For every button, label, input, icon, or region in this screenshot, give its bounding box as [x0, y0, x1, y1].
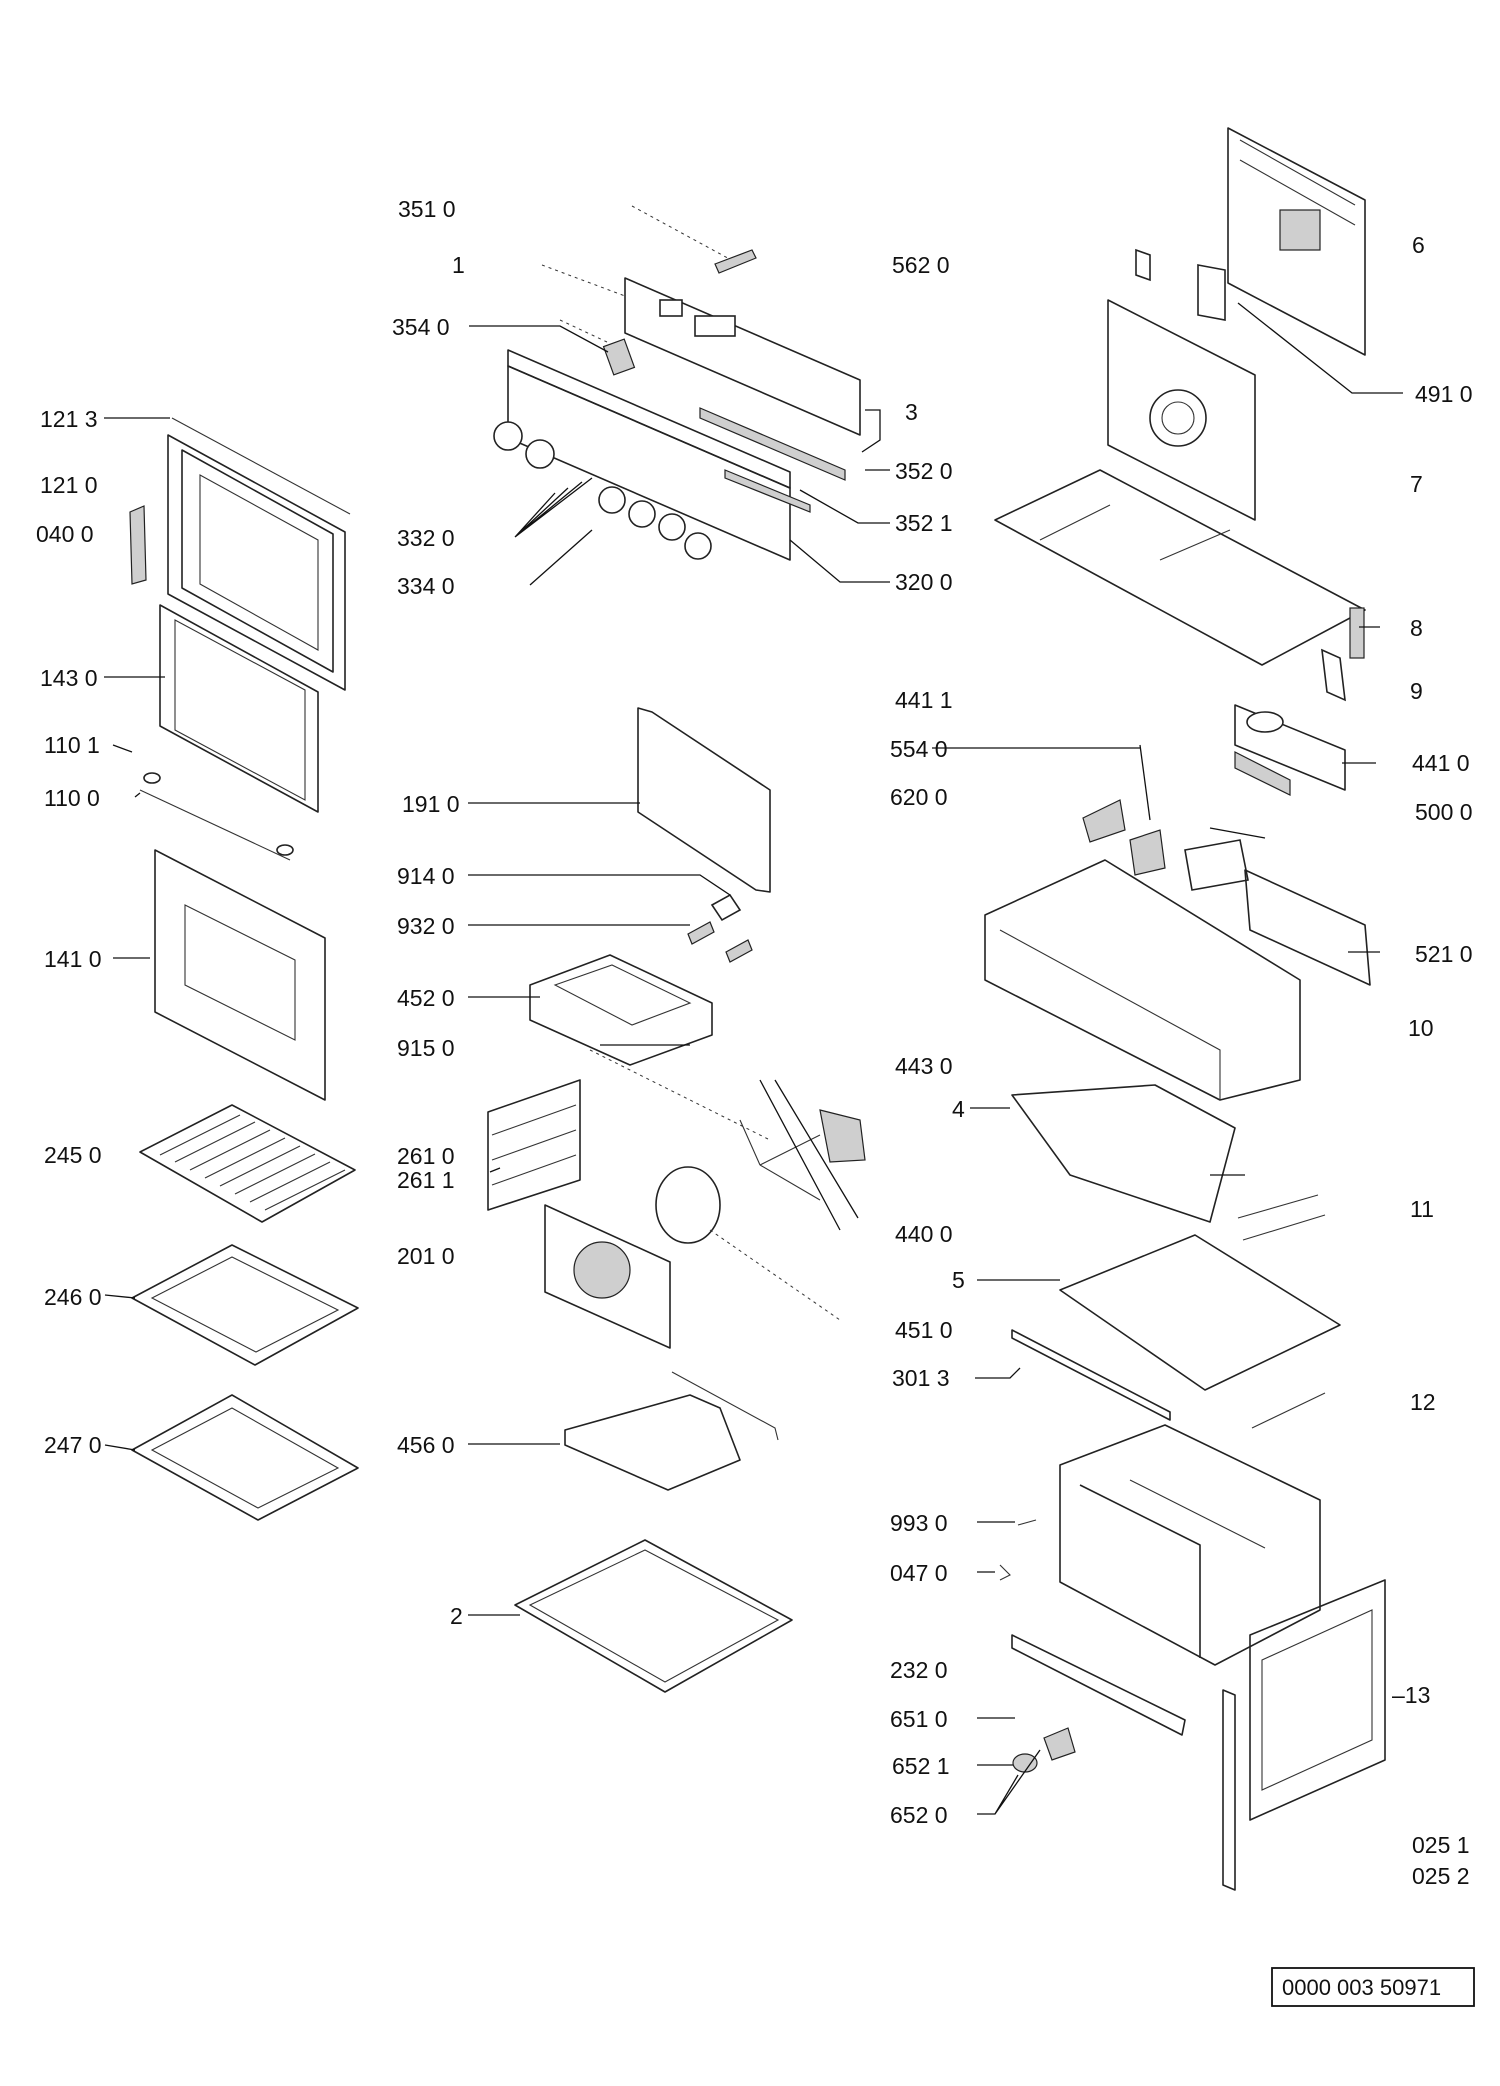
callout-932-0: 932 0	[397, 913, 455, 939]
callout-652-1: 652 1	[892, 1753, 950, 1779]
racks-and-trays	[131, 1104, 359, 1521]
callout-261-0: 261 0	[397, 1143, 455, 1169]
centre-parts	[487, 707, 866, 1693]
callout-491-0: 491 0	[1415, 381, 1473, 407]
callout-443-0: 443 0	[895, 1053, 953, 1079]
reference-code: 0000 003 50971	[1282, 1975, 1441, 2000]
callout-1: 1	[452, 252, 465, 278]
control-panel-assembly	[493, 205, 861, 561]
callout-521-0: 521 0	[1415, 941, 1473, 967]
callout-040-0: 040 0	[36, 521, 94, 547]
callout-246-0: 246 0	[44, 1284, 102, 1310]
callout-6: 6	[1412, 232, 1425, 258]
callout-labels: 351 0 1 562 0 6 354 0 3 491 0 121 3 352 …	[36, 196, 1473, 1889]
callout-7: 7	[1410, 471, 1423, 497]
callout-352-0: 352 0	[895, 458, 953, 484]
callout-13: –13	[1392, 1682, 1430, 1708]
callout-352-1: 352 1	[895, 510, 953, 536]
callout-8: 8	[1410, 615, 1423, 641]
callout-562-0: 562 0	[892, 252, 950, 278]
callout-452-0: 452 0	[397, 985, 455, 1011]
callout-3: 3	[905, 399, 918, 425]
callout-247-0: 247 0	[44, 1432, 102, 1458]
callout-025-2: 025 2	[1412, 1863, 1470, 1889]
leader-lines	[104, 302, 1403, 1815]
callout-245-0: 245 0	[44, 1142, 102, 1168]
callout-620-0: 620 0	[890, 784, 948, 810]
callout-201-0: 201 0	[397, 1243, 455, 1269]
callout-915-0: 915 0	[397, 1035, 455, 1061]
callout-232-0: 232 0	[890, 1657, 948, 1683]
callout-191-0: 191 0	[402, 791, 460, 817]
callout-334-0: 334 0	[397, 573, 455, 599]
callout-141-0: 141 0	[44, 946, 102, 972]
reference-code-box: 0000 003 50971	[1271, 1967, 1475, 2007]
door-assembly	[129, 417, 351, 1101]
callout-12: 12	[1410, 1389, 1436, 1415]
callout-025-1: 025 1	[1412, 1832, 1470, 1858]
callout-652-0: 652 0	[890, 1802, 948, 1828]
callout-10: 10	[1408, 1015, 1434, 1041]
part-drawings	[129, 127, 1386, 1891]
callout-261-1: 261 1	[397, 1167, 455, 1193]
callout-110-1: 110 1	[44, 732, 100, 758]
callout-451-0: 451 0	[895, 1317, 953, 1343]
callout-332-0: 332 0	[397, 525, 455, 551]
callout-440-0: 440 0	[895, 1221, 953, 1247]
callout-301-3: 301 3	[892, 1365, 950, 1391]
callout-651-0: 651 0	[890, 1706, 948, 1732]
callout-110-0: 110 0	[44, 785, 100, 811]
callout-993-0: 993 0	[890, 1510, 948, 1536]
callout-121-0: 121 0	[40, 472, 98, 498]
callout-554-0: 554 0	[890, 736, 948, 762]
callout-143-0: 143 0	[40, 665, 98, 691]
callout-5: 5	[952, 1267, 965, 1293]
callout-456-0: 456 0	[397, 1432, 455, 1458]
right-parts	[984, 127, 1386, 1891]
callout-441-0: 441 0	[1412, 750, 1470, 776]
callout-320-0: 320 0	[895, 569, 953, 595]
callout-047-0: 047 0	[890, 1560, 948, 1586]
callout-121-3: 121 3	[40, 406, 98, 432]
callout-441-1: 441 1	[895, 687, 953, 713]
callout-354-0: 354 0	[392, 314, 450, 340]
callout-4: 4	[952, 1096, 965, 1122]
callout-351-0: 351 0	[398, 196, 456, 222]
callout-500-0: 500 0	[1415, 799, 1473, 825]
callout-9: 9	[1410, 678, 1423, 704]
callout-11: 11	[1410, 1196, 1434, 1222]
callout-914-0: 914 0	[397, 863, 455, 889]
callout-2: 2	[450, 1603, 463, 1629]
